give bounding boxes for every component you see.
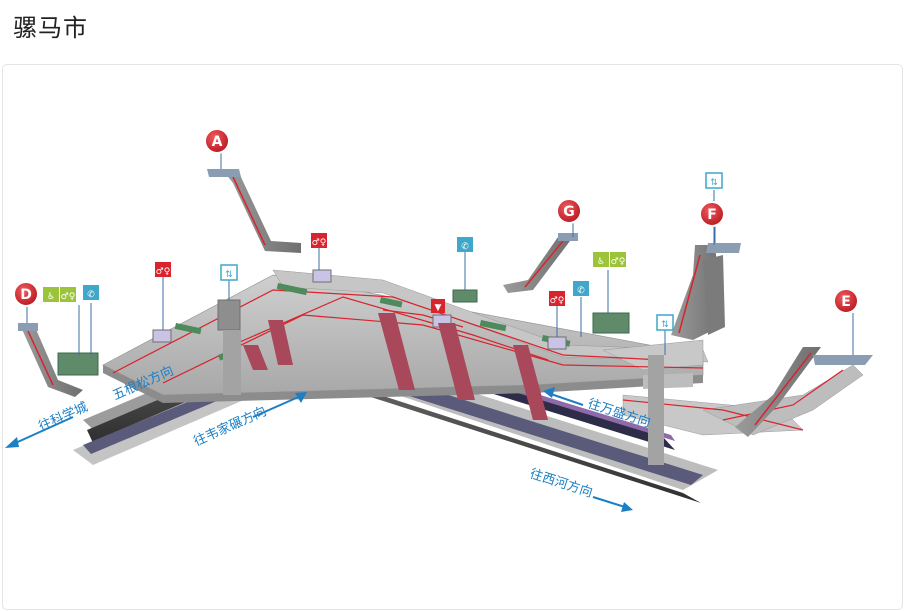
exit-label-f: F xyxy=(707,207,717,223)
toilet-icon: ♂♀ xyxy=(549,291,565,306)
arrow-wansheng xyxy=(547,392,584,406)
exit-marker-g[interactable]: G xyxy=(556,198,582,224)
elevator-icon: ⇅ xyxy=(220,264,238,281)
elevator-icon: ⇅ xyxy=(656,314,674,331)
toilet-icon: ♂♀ xyxy=(155,262,171,277)
family-restroom-icon: ♿ xyxy=(593,252,609,267)
exit-label-a: A xyxy=(212,134,223,150)
ticket-icon: ▼ xyxy=(431,299,445,313)
exit-a-stairway xyxy=(207,169,301,253)
exit-label-e: E xyxy=(841,294,851,310)
arrow-weijiabian xyxy=(252,394,304,418)
service-center-icon: ✆ xyxy=(573,281,589,296)
svg-text:⇅: ⇅ xyxy=(661,320,669,330)
exit-f-stairway xyxy=(671,243,741,340)
service-center-icon: ✆ xyxy=(83,285,99,300)
arrow-kexuecheng xyxy=(10,416,74,446)
family-restroom-icon: ♿ xyxy=(43,287,59,302)
exit-d-stairway xyxy=(18,323,83,397)
exit-marker-a[interactable]: A xyxy=(204,128,230,154)
svg-text:♂♀: ♂♀ xyxy=(611,257,626,267)
exit-marker-f[interactable]: F xyxy=(699,201,725,227)
svg-text:▼: ▼ xyxy=(435,303,442,313)
svg-text:♿: ♿ xyxy=(47,292,55,302)
exit-marker-e[interactable]: E xyxy=(833,288,859,314)
svg-text:✆: ✆ xyxy=(577,286,585,296)
svg-text:♂♀: ♂♀ xyxy=(550,296,565,306)
service-center-icon: ✆ xyxy=(457,237,473,252)
svg-text:♂♀: ♂♀ xyxy=(156,267,171,277)
page-title: 骡马市 xyxy=(13,14,88,42)
accessible-toilet-icon: ♂♀ xyxy=(610,252,626,267)
exit-g-stairway xyxy=(503,233,578,293)
pillars xyxy=(223,313,664,465)
arrow-xihe xyxy=(592,496,629,509)
station-map-card: ♂♀ ♂♀ ♂♀ ⇅ ⇅ ⇅ ✆ ✆ ✆ ♿ ♂♀ ♿ ♂♀ ▼ A D E F… xyxy=(2,64,903,610)
exit-label-d: D xyxy=(20,287,32,303)
svg-text:♂♀: ♂♀ xyxy=(312,238,327,248)
svg-text:♂♀: ♂♀ xyxy=(61,292,76,302)
svg-text:⇅: ⇅ xyxy=(710,178,718,188)
direction-xihe: 往西河方向 xyxy=(528,466,595,501)
svg-text:✆: ✆ xyxy=(461,242,469,252)
svg-text:✆: ✆ xyxy=(87,290,95,300)
direction-kexuecheng: 往科学城 xyxy=(36,399,90,435)
accessible-toilet-icon: ♂♀ xyxy=(60,287,76,302)
svg-text:♿: ♿ xyxy=(597,257,605,267)
exit-marker-d[interactable]: D xyxy=(13,281,39,307)
elevator-icon: ⇅ xyxy=(705,172,723,189)
station-3d-diagram: ♂♀ ♂♀ ♂♀ ⇅ ⇅ ⇅ ✆ ✆ ✆ ♿ ♂♀ ♿ ♂♀ ▼ A D E F… xyxy=(5,128,873,512)
toilet-icon: ♂♀ xyxy=(311,233,327,248)
svg-text:⇅: ⇅ xyxy=(225,270,233,280)
exit-label-g: G xyxy=(563,204,575,220)
exit-e-stairway xyxy=(735,347,873,437)
